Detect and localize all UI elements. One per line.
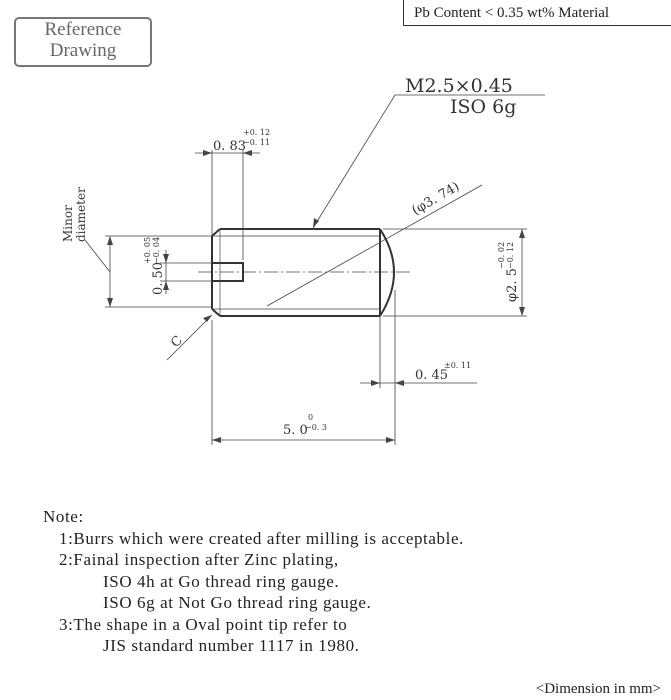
slot-depth-nominal: 0. 50 [151,262,166,295]
point-diameter: (φ3. 74) [410,179,463,218]
note-item: 2:Fainal inspection after Zinc plating, [59,550,339,569]
note-item: JIS standard number 1117 in 1980. [103,636,360,655]
stamp-line2: Drawing [49,40,117,61]
thread-class: ISO 6g [450,96,516,118]
slot-width-upper: +0. 12 [243,128,270,137]
major-diameter-lower: −0. 12 [506,242,515,269]
screw-outline [211,228,395,317]
slot-width-nominal: 0. 83 [213,139,246,154]
dimension-lines [84,94,545,445]
notes: Note: 1:Burrs which were created after m… [43,506,464,657]
length-lower: −0. 3 [305,423,327,432]
point-length-nominal: 0. 45 [415,368,448,383]
major-diameter-upper: −0. 02 [497,242,506,269]
length-nominal: 5. 0 [283,423,308,438]
chamfer-label: C [168,333,186,351]
thread-spec: M2.5×0.45 [405,75,513,97]
notes-title: Note: [43,507,84,526]
slot-depth-upper: +0. 05 [143,237,152,264]
note-item: ISO 6g at Not Go thread ring gauge. [103,593,372,612]
note-item: 1:Burrs which were created after milling… [59,528,464,548]
length-upper: 0 [308,413,313,422]
point-length-tol: ±0. 11 [444,361,471,370]
note-item: 3:The shape in a Oval point tip refer to [59,614,348,634]
minor-diameter-label-1: Minor [61,205,75,242]
major-diameter-nominal: φ2. 5 [505,268,520,302]
slot-width-lower: −0. 11 [243,138,270,147]
arrowheads [107,150,525,443]
slot-depth-lower: −0. 04 [152,237,161,264]
minor-diameter-label-2: diameter [74,187,88,242]
units-note: <Dimension in mm> [535,681,661,697]
material-note: Pb Content < 0.35 wt% Material [403,0,671,26]
note-item: ISO 4h at Go thread ring gauge. [103,571,340,591]
stamp-line1: Reference [44,19,122,40]
